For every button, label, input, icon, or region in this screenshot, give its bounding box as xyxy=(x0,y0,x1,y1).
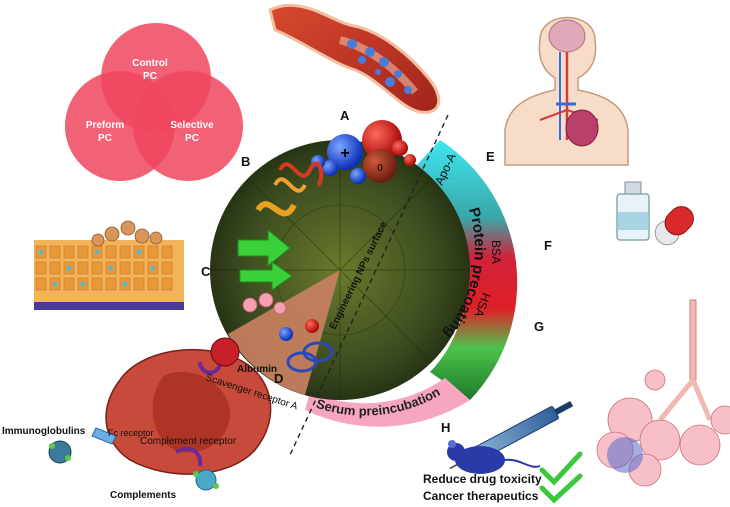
np-shapes xyxy=(255,161,324,217)
section-letter-c: C xyxy=(201,264,211,279)
outcome-reduce-toxicity: Reduce drug toxicity xyxy=(423,472,542,486)
cell-layer-illustration xyxy=(34,220,184,310)
venn-label-selective-1: Selective xyxy=(170,120,214,131)
immunoglobulin-icon xyxy=(48,440,72,464)
section-letter-a: A xyxy=(340,108,350,123)
human-body-illustration xyxy=(504,16,629,166)
blood-vessel-illustration xyxy=(268,3,441,114)
check-icon xyxy=(539,473,583,504)
albumin-label: Albumin xyxy=(237,364,277,375)
neutral-particle xyxy=(363,149,397,183)
venn-label-preform-2: PC xyxy=(98,133,112,144)
venn-label-control-1: Control xyxy=(132,58,168,69)
check-icon xyxy=(539,451,583,486)
section-letter-e: E xyxy=(486,149,495,164)
fc-receptor-icon xyxy=(91,427,117,445)
positive-particle xyxy=(327,134,363,170)
section-letter-f: F xyxy=(544,238,552,253)
albumin-molecule-icon xyxy=(210,337,240,367)
complement-receptor-label: Complement receptor xyxy=(140,436,237,447)
venn-label-control-2: PC xyxy=(143,71,157,82)
fc-receptor-label: Fc receptor xyxy=(108,428,154,438)
complement-receptor-icon xyxy=(175,446,203,467)
venn-label-selective-2: PC xyxy=(185,133,199,144)
venn-circle-selective xyxy=(133,71,243,181)
protein-corona-ring xyxy=(305,140,518,427)
charge-plus: + xyxy=(340,145,349,162)
outcome-cancer-therapeutics: Cancer therapeutics xyxy=(423,489,539,503)
drug-vial-illustration xyxy=(616,181,650,241)
albumin-coated-particles xyxy=(279,319,334,373)
charge-zero: 0 xyxy=(377,163,383,174)
complement-icon xyxy=(193,469,219,491)
charged-nanoparticles: + 0 xyxy=(311,120,416,184)
venn-diagram: Control PC Preform PC Selective PC xyxy=(65,23,243,181)
immunoglobulins-label: Immunoglobulins xyxy=(2,426,86,437)
lungs-illustration xyxy=(596,299,730,487)
np-arrows xyxy=(237,228,293,315)
protein-label-bsa: BSA xyxy=(489,240,503,264)
complements-label: Complements xyxy=(110,490,177,501)
mouse-illustration xyxy=(447,440,541,474)
serum-band xyxy=(305,378,470,427)
venn-label-preform-1: Preform xyxy=(86,120,124,131)
capsule-illustration xyxy=(654,206,694,246)
section-letter-g: G xyxy=(534,319,544,334)
pink-spiky-particles xyxy=(242,292,287,315)
section-letter-b: B xyxy=(241,154,250,169)
section-letter-h: H xyxy=(441,420,450,435)
section-letter-d: D xyxy=(274,371,283,386)
